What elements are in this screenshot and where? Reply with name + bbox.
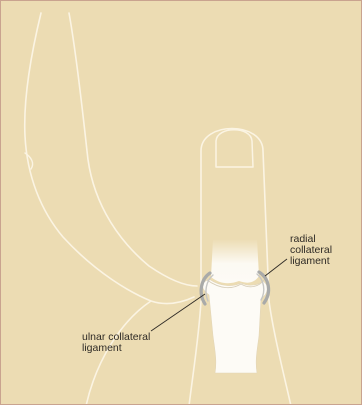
ulnar-label-line-2: ligament xyxy=(82,343,150,354)
radial-collateral-ligament-label: radial collateral ligament xyxy=(290,234,332,267)
radial-label-line-3: ligament xyxy=(290,256,332,267)
thumb-base-outline xyxy=(189,301,201,405)
thumbnail xyxy=(216,130,253,167)
ulnar-collateral-ligament-label: ulnar collateral ligament xyxy=(82,332,150,354)
metacarpal-bone xyxy=(203,279,268,373)
ulnar-leader-line xyxy=(151,294,205,331)
proximal-phalanx-bone xyxy=(211,239,259,283)
